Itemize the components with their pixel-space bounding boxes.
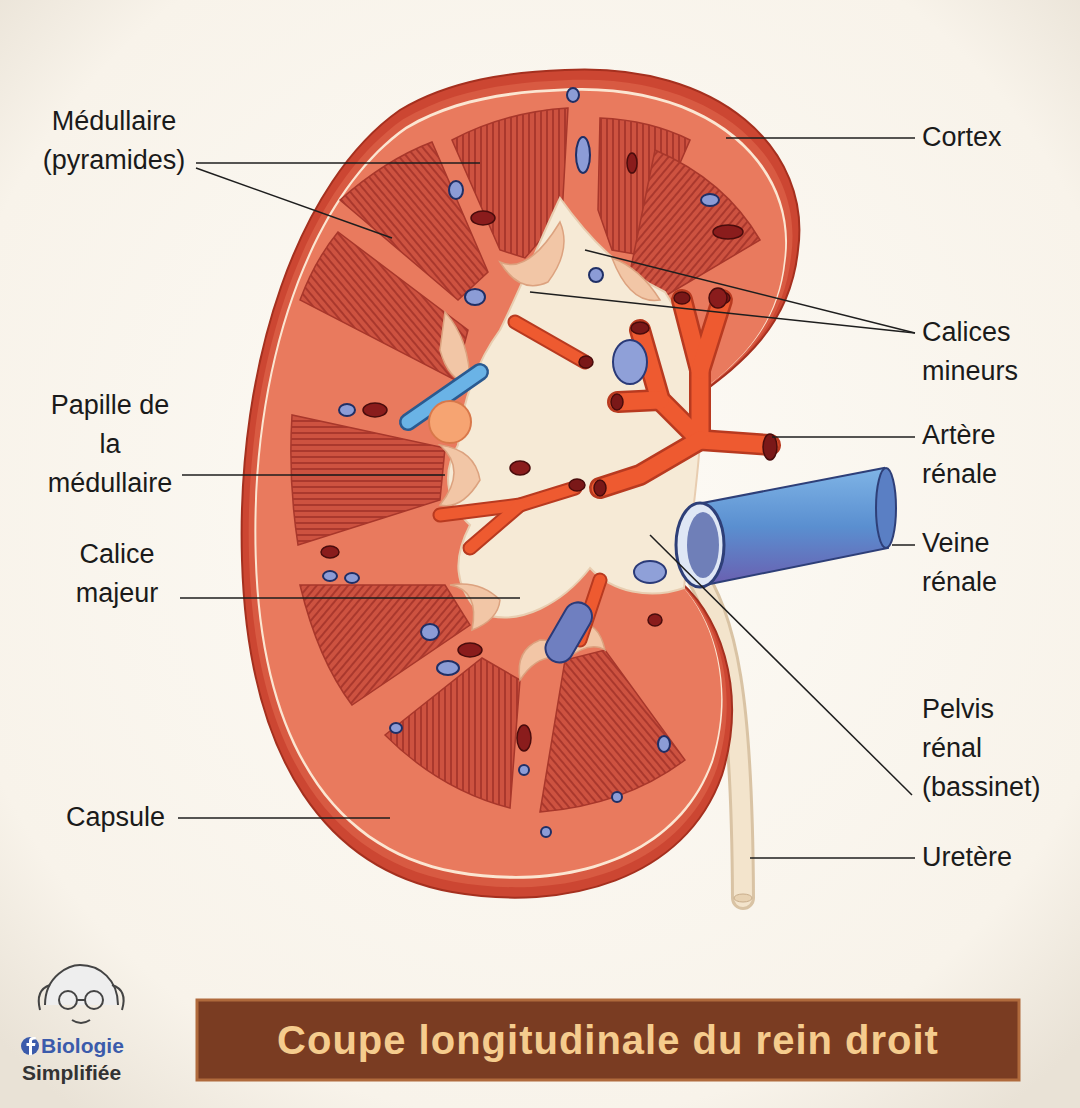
part-label: Artère rénale xyxy=(922,416,1052,494)
part-label: Veine rénale xyxy=(922,524,1052,602)
watermark: Simplifiée xyxy=(22,1061,121,1085)
part-label: Uretère xyxy=(922,838,1012,877)
part-label: Papille de la médullaire xyxy=(40,386,180,503)
part-label: Capsule xyxy=(66,798,165,837)
figure-title: Coupe longitudinale du rein droit xyxy=(277,1018,939,1063)
part-label: Cortex xyxy=(922,118,1002,157)
part-label: Médullaire (pyramides) xyxy=(28,102,200,180)
part-label: Pelvis rénal (bassinet) xyxy=(922,690,1057,807)
watermark: Biologie xyxy=(41,1034,124,1058)
part-label: Calices mineurs xyxy=(922,313,1062,391)
part-label: Calice majeur xyxy=(58,535,176,613)
